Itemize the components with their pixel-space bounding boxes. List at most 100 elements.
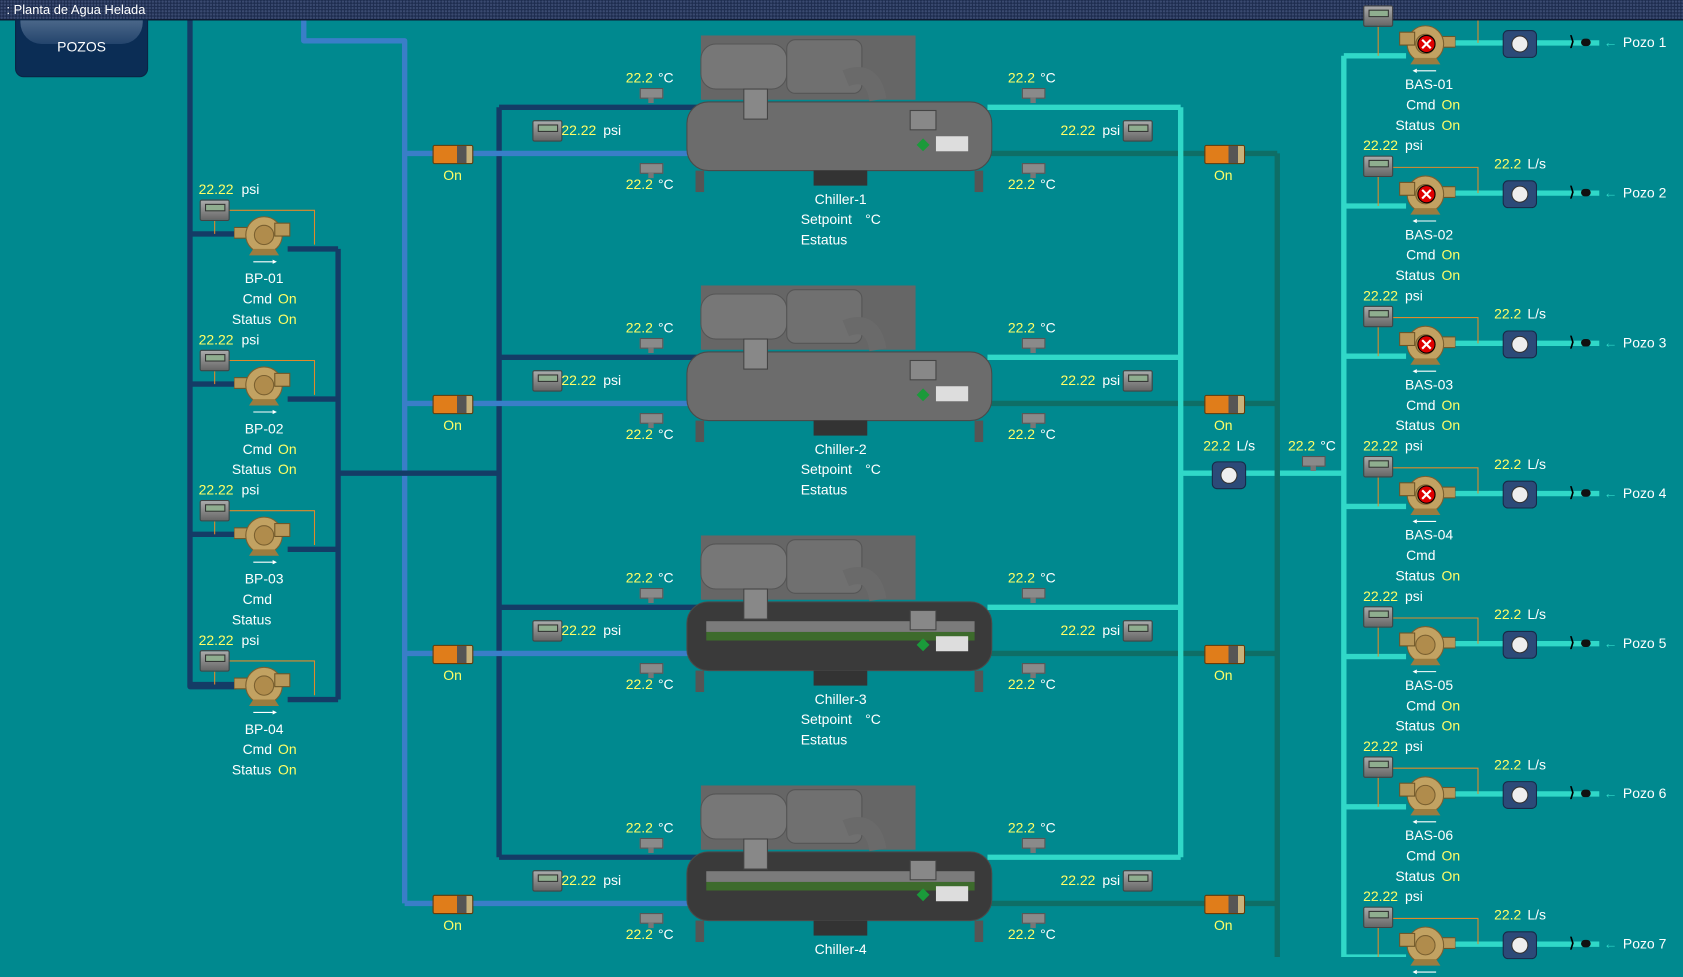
check-valve-icon: ⟩: [1569, 784, 1591, 801]
temp-unit: °C: [657, 819, 674, 836]
flow-unit: L/s: [1527, 455, 1546, 473]
pressure-gauge-icon: [1122, 370, 1153, 392]
pozos-button-label: POZOS: [57, 38, 106, 55]
well-pump-name[interactable]: BAS-05: [1405, 676, 1454, 694]
right-bottom-temp-value: 22.2: [1007, 175, 1036, 193]
pressure-unit: psi: [1102, 872, 1121, 889]
well-name[interactable]: Pozo 5: [1622, 635, 1667, 652]
left-valve-status: On: [443, 667, 462, 684]
left-bottom-temp-value: 22.2: [625, 925, 653, 943]
cmd-value: On: [277, 741, 297, 758]
temperature-sensor-icon: [639, 587, 664, 603]
status-value: On: [277, 461, 297, 478]
pressure-unit: psi: [1405, 287, 1423, 304]
cmd-label: Cmd: [242, 440, 273, 458]
pump-name[interactable]: BP-01: [244, 270, 284, 287]
arrow-left-icon: ←: [1603, 635, 1618, 652]
isolation-valve-icon[interactable]: [432, 894, 474, 915]
well-pressure-value: 22.22: [1363, 738, 1399, 755]
pressure-unit: psi: [1102, 122, 1121, 139]
pozos-button[interactable]: POZOS: [15, 19, 149, 78]
temperature-sensor-icon: [1021, 837, 1046, 853]
status-label: Status: [231, 461, 272, 478]
flow-unit: L/s: [1236, 437, 1256, 454]
temp-unit: °C: [657, 319, 674, 336]
chiller-icon[interactable]: [685, 535, 996, 696]
well-name[interactable]: Pozo 2: [1622, 184, 1667, 201]
cmd-value: On: [1441, 847, 1461, 864]
isolation-valve-icon[interactable]: [1204, 394, 1246, 415]
well-name[interactable]: Pozo 6: [1622, 785, 1667, 802]
flow-unit: L/s: [1527, 606, 1546, 623]
pump-icon[interactable]: [233, 513, 292, 565]
pressure-gauge-icon: [199, 199, 230, 222]
status-value: On: [1441, 267, 1461, 284]
well-pump-name[interactable]: BAS-03: [1405, 376, 1454, 393]
cmd-value: On: [277, 290, 297, 307]
header-flow-value: 22.2: [1203, 437, 1231, 454]
well-name[interactable]: Pozo 1: [1622, 34, 1667, 51]
chiller-name[interactable]: Chiller-3: [814, 690, 867, 708]
well-pump-icon[interactable]: [1397, 21, 1456, 73]
pressure-unit: psi: [241, 481, 260, 498]
right-valve-status: On: [1213, 417, 1233, 434]
status-value: On: [1441, 116, 1461, 134]
chiller-name[interactable]: Chiller-1: [814, 190, 867, 208]
left-psi-value: 22.22: [561, 122, 597, 139]
well-name[interactable]: Pozo 3: [1622, 334, 1667, 351]
well-name[interactable]: Pozo 7: [1622, 935, 1667, 952]
well-pump-icon[interactable]: [1397, 172, 1456, 224]
well-flow-value: 22.2: [1494, 305, 1522, 322]
chiller-icon[interactable]: [685, 35, 996, 196]
cmd-label: Cmd: [1406, 697, 1436, 714]
pump-icon[interactable]: [233, 212, 292, 264]
isolation-valve-icon[interactable]: [432, 644, 474, 665]
isolation-valve-icon[interactable]: [432, 144, 474, 165]
isolation-valve-icon[interactable]: [432, 394, 474, 415]
pump-name[interactable]: BP-04: [244, 720, 284, 738]
cmd-label: Cmd: [242, 591, 273, 608]
isolation-valve-icon[interactable]: [1204, 644, 1246, 665]
well-pump-icon[interactable]: [1397, 772, 1456, 824]
temp-unit: °C: [657, 675, 674, 693]
pressure-gauge-icon: [532, 120, 563, 142]
well-pump-name[interactable]: BAS-06: [1405, 827, 1454, 844]
cmd-label: Cmd: [1406, 847, 1436, 864]
isolation-valve-icon[interactable]: [1204, 894, 1246, 915]
left-top-temp-value: 22.2: [625, 69, 653, 86]
chiller-name[interactable]: Chiller-2: [814, 440, 867, 458]
well-pump-icon[interactable]: [1397, 923, 1456, 975]
well-pump-name[interactable]: BAS-04: [1405, 526, 1454, 543]
pump-name[interactable]: BP-02: [244, 420, 284, 437]
pressure-gauge-icon: [1363, 155, 1394, 178]
chiller-icon[interactable]: [685, 785, 996, 946]
pump-pressure-value: 22.22: [198, 181, 234, 198]
temperature-sensor-icon: [639, 413, 664, 429]
status-label: Status: [1395, 267, 1435, 284]
well-name[interactable]: Pozo 4: [1622, 484, 1667, 502]
well-pump-icon[interactable]: [1397, 472, 1456, 524]
left-valve-status: On: [443, 917, 462, 934]
arrow-left-icon: ←: [1603, 484, 1618, 502]
well-pump-icon[interactable]: [1397, 622, 1456, 674]
well-flow-value: 22.2: [1494, 756, 1522, 773]
isolation-valve-icon[interactable]: [1204, 144, 1246, 165]
temperature-sensor-icon: [1021, 663, 1046, 679]
pump-icon[interactable]: [233, 363, 292, 415]
temperature-sensor-icon: [639, 913, 664, 929]
pressure-gauge-icon: [1122, 120, 1153, 142]
chiller-name[interactable]: Chiller-4: [814, 940, 867, 958]
well-pump-name[interactable]: BAS-02: [1405, 226, 1454, 243]
pressure-unit: psi: [603, 872, 622, 889]
pressure-gauge-icon: [1363, 906, 1394, 929]
well-pump-name[interactable]: BAS-01: [1405, 76, 1454, 93]
well-pump-icon[interactable]: [1397, 322, 1456, 374]
pump-icon[interactable]: [233, 663, 292, 715]
pressure-unit: psi: [603, 372, 622, 389]
pump-pressure-value: 22.22: [198, 331, 234, 348]
signal-wire: [228, 510, 316, 546]
chiller-icon[interactable]: [685, 285, 996, 446]
left-bottom-temp-value: 22.2: [625, 675, 653, 693]
pump-name[interactable]: BP-03: [244, 570, 284, 587]
